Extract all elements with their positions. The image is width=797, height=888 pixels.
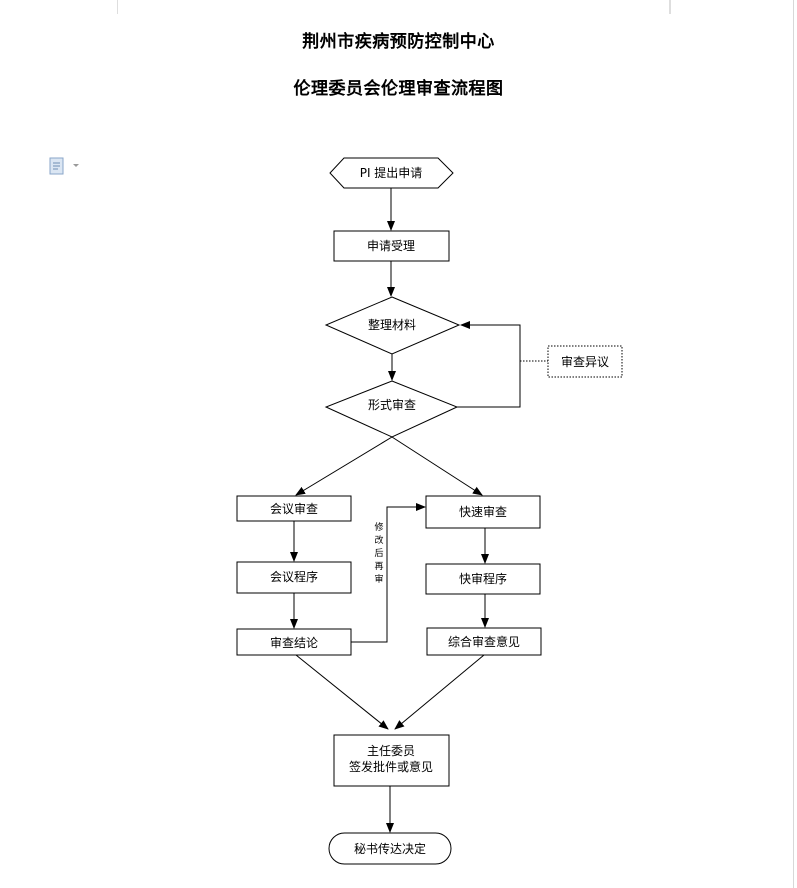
node-organize: 整理材料 xyxy=(324,296,461,355)
node-meeting-review-label: 会议审查 xyxy=(270,501,318,516)
resubmit-char-3: 后 xyxy=(374,548,383,559)
node-secretary-label: 秘书传达决定 xyxy=(354,841,426,856)
edge-conclusion-to-chairman xyxy=(295,654,389,730)
node-accept-label: 申请受理 xyxy=(367,239,415,253)
page-corner-mark-right xyxy=(669,0,671,14)
node-chairman-line1: 主任委员 xyxy=(367,744,415,758)
node-fast-review-label: 快速审查 xyxy=(459,504,507,519)
node-meeting-procedure-label: 会议程序 xyxy=(270,569,318,584)
resubmit-char-4: 再 xyxy=(374,561,383,572)
node-objection-label: 审查异议 xyxy=(561,354,609,369)
node-objection: 审查异议 xyxy=(547,345,623,378)
document-icon[interactable] xyxy=(48,156,84,178)
node-accept: 申请受理 xyxy=(333,230,450,262)
edge-formal-to-meeting xyxy=(295,436,393,496)
resubmit-char-2: 改 xyxy=(374,534,383,546)
node-organize-label: 整理材料 xyxy=(368,317,416,332)
node-formal-review-label: 形式审查 xyxy=(368,397,416,412)
document-title: 伦理委员会伦理审查流程图 xyxy=(293,79,504,99)
edge-formal-to-fast xyxy=(391,436,483,496)
node-pi-submit-label: PI 提出申请 xyxy=(360,165,423,180)
node-meeting-review: 会议审查 xyxy=(236,495,352,522)
organization-title: 荆州市疾病预防控制中心 xyxy=(302,32,495,52)
node-chairman-line2: 签发批件或意见 xyxy=(349,759,433,774)
node-fast-procedure: 快审程序 xyxy=(425,563,541,595)
node-formal-review: 形式审查 xyxy=(324,380,459,438)
page-right-border xyxy=(793,0,794,888)
node-overall-opinion: 综合审查意见 xyxy=(426,627,542,656)
resubmit-char-5: 审 xyxy=(374,573,383,585)
node-meeting-procedure: 会议程序 xyxy=(236,561,352,594)
edge-opinion-to-chairman xyxy=(394,654,485,730)
node-chairman: 主任委员 签发批件或意见 xyxy=(333,734,450,787)
node-review-conclusion-label: 审查结论 xyxy=(270,635,318,650)
edge-formal-back-to-organize xyxy=(457,321,521,408)
node-secretary: 秘书传达决定 xyxy=(328,832,452,865)
node-fast-procedure-label: 快审程序 xyxy=(459,571,507,586)
node-fast-review: 快速审查 xyxy=(425,495,541,529)
resubmit-label: 修 改 后 再 审 xyxy=(374,521,383,585)
edge-conclusion-to-fast-resubmit xyxy=(351,503,426,643)
node-pi-submit: PI 提出申请 xyxy=(329,157,454,189)
node-overall-opinion-label: 综合审查意见 xyxy=(448,634,520,649)
node-review-conclusion: 审查结论 xyxy=(236,628,352,656)
resubmit-char-1: 修 xyxy=(374,521,383,533)
